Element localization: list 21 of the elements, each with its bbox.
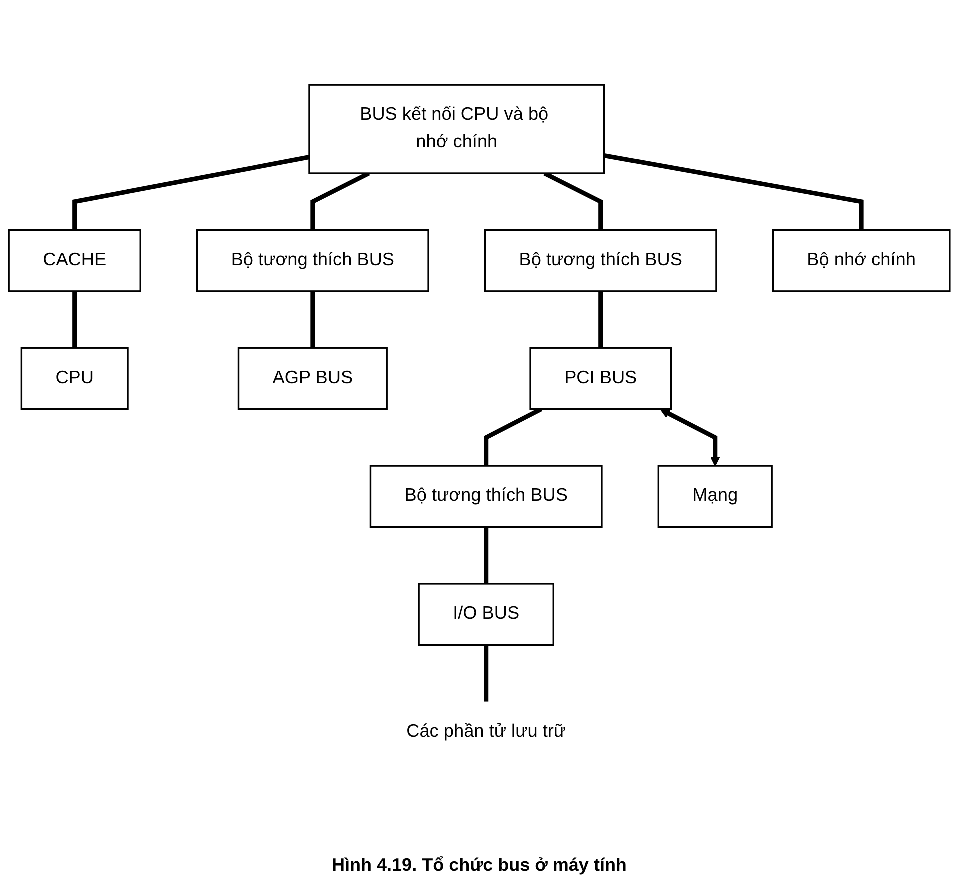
connector [484, 528, 489, 584]
node-box: Bộ tương thích BUS [484, 230, 718, 293]
node-box: Bộ tương thích BUS [370, 466, 603, 529]
connector [72, 292, 78, 349]
node-box: Mạng [658, 466, 773, 529]
figure-caption: Hình 4.19. Tổ chức bus ở máy tính [332, 855, 627, 876]
node-box: AGP BUS [238, 348, 388, 411]
connector [484, 646, 489, 702]
node-box: PCI BUS [530, 348, 672, 411]
node-text: Các phần tử lưu trữ [406, 722, 566, 742]
node-box: CACHE [8, 230, 142, 293]
connector [310, 292, 316, 349]
arrow [660, 410, 720, 467]
connector [604, 154, 864, 231]
node-box: I/O BUS [418, 584, 554, 646]
node-box: BUS kết nối CPU và bộ nhớ chính [308, 84, 606, 175]
node-box: CPU [20, 348, 129, 411]
connector [72, 155, 310, 231]
connector [598, 292, 604, 349]
node-box: Bộ tương thích BUS [196, 230, 430, 293]
node-box: Bộ nhớ chính [772, 230, 951, 293]
